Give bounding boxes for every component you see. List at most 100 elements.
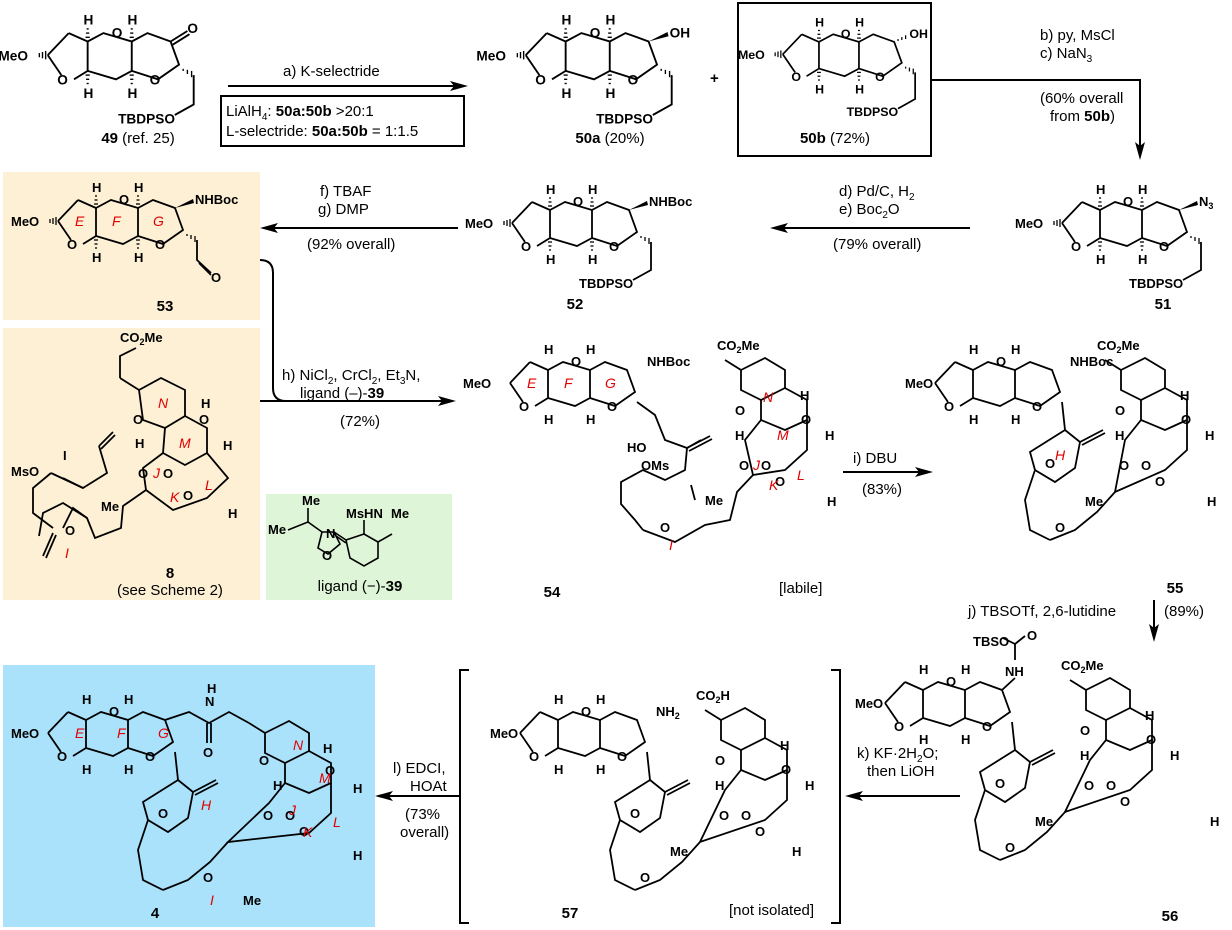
svg-text:O: O — [259, 753, 269, 768]
svg-text:MeO: MeO — [490, 726, 518, 741]
svg-text:H: H — [588, 182, 597, 197]
svg-text:H: H — [1210, 814, 1219, 829]
svg-text:O: O — [57, 749, 67, 764]
svg-text:O: O — [801, 412, 811, 427]
svg-text:H: H — [596, 762, 605, 777]
arrow-step-a — [228, 81, 468, 91]
structure-55: MeO O O O NHBoc H H H H O Me CO2Me O O O… — [905, 338, 1216, 541]
svg-text:H: H — [134, 250, 143, 265]
svg-text:O: O — [1119, 458, 1129, 473]
svg-text:H: H — [1207, 494, 1216, 509]
step-j-yield: (89%) — [1164, 603, 1205, 620]
svg-text:H: H — [353, 848, 362, 863]
label-50a: 50a (20%) — [575, 130, 645, 147]
svg-text:O: O — [1027, 628, 1037, 643]
svg-text:O: O — [607, 399, 617, 414]
svg-text:O: O — [155, 237, 165, 252]
step-h-reagent-1: h) NiCl2, CrCl2, Et3N, — [282, 367, 421, 387]
svg-text:L: L — [797, 467, 805, 483]
svg-text:MeO: MeO — [476, 48, 506, 63]
svg-text:H: H — [128, 13, 138, 28]
svg-text:I: I — [210, 892, 214, 908]
svg-text:H: H — [135, 436, 144, 451]
svg-text:H: H — [83, 13, 93, 28]
svg-text:O: O — [1080, 723, 1090, 738]
svg-text:O: O — [1141, 458, 1151, 473]
svg-text:TBSO: TBSO — [973, 634, 1009, 649]
svg-text:O: O — [1181, 412, 1191, 427]
svg-text:F: F — [564, 375, 574, 391]
svg-text:O: O — [67, 237, 77, 252]
svg-text:H: H — [554, 692, 563, 707]
svg-text:H: H — [554, 762, 563, 777]
svg-text:O: O — [109, 704, 119, 719]
svg-text:O: O — [133, 412, 143, 427]
svg-text:O: O — [944, 399, 954, 414]
svg-text:Me: Me — [101, 499, 119, 514]
label-57: 57 — [561, 905, 579, 922]
svg-text:H: H — [919, 662, 928, 677]
svg-text:NHBoc: NHBoc — [647, 354, 690, 369]
svg-text:O: O — [112, 25, 123, 40]
svg-text:Me: Me — [670, 844, 688, 859]
svg-text:H: H — [1080, 748, 1089, 763]
svg-text:O: O — [571, 354, 581, 369]
svg-text:O: O — [211, 270, 221, 285]
svg-text:O: O — [761, 458, 771, 473]
arrow-step-k — [845, 791, 960, 801]
svg-text:O: O — [609, 239, 619, 254]
svg-text:H: H — [124, 692, 133, 707]
svg-text:MeO: MeO — [11, 726, 39, 741]
arrow-step-de — [770, 223, 970, 233]
svg-text:J: J — [152, 465, 161, 481]
svg-text:O: O — [187, 21, 198, 36]
svg-text:H: H — [961, 732, 970, 747]
svg-text:TBDPSO: TBDPSO — [118, 111, 175, 126]
step-a-reagent: a) K-selectride — [283, 63, 380, 80]
svg-text:H: H — [596, 692, 605, 707]
svg-text:I: I — [669, 537, 673, 553]
step-l-yield-2: overall) — [400, 824, 450, 841]
svg-text:O: O — [791, 70, 801, 84]
svg-text:O: O — [1123, 194, 1133, 209]
svg-text:CO2Me: CO2Me — [120, 330, 163, 347]
svg-text:NH: NH — [1005, 664, 1024, 679]
label-53: 53 — [156, 298, 174, 315]
svg-text:H: H — [207, 681, 216, 696]
svg-text:H: H — [780, 738, 789, 753]
svg-text:H: H — [1138, 252, 1147, 267]
svg-text:O: O — [65, 523, 75, 538]
svg-text:MeO: MeO — [905, 376, 933, 391]
svg-text:O: O — [535, 73, 546, 88]
arrow-step-h — [259, 259, 456, 406]
svg-text:H: H — [827, 494, 836, 509]
box-selectivity — [220, 95, 465, 147]
panel-4 — [3, 665, 375, 927]
structure-54: MeO O O O NHBoc H H H H HO OMs Me CO2Me … — [463, 338, 836, 553]
svg-text:Me: Me — [705, 493, 723, 508]
svg-text:H: H — [546, 182, 555, 197]
svg-text:O: O — [875, 70, 885, 84]
svg-text:O: O — [741, 808, 751, 823]
structure-56: MeO O O O NH TBSO O H H H H O Me CO2Me O… — [855, 628, 1219, 861]
svg-text:O: O — [739, 458, 749, 473]
svg-text:H: H — [83, 86, 93, 101]
svg-text:H: H — [825, 428, 834, 443]
svg-text:O: O — [660, 520, 670, 535]
svg-text:N: N — [763, 389, 774, 405]
svg-text:H: H — [134, 180, 143, 195]
bracket-right — [831, 669, 841, 924]
step-bc-yield-2: from 50b) — [1050, 108, 1116, 125]
label-56: 56 — [1161, 908, 1179, 925]
step-f-reagent: f) TBAF — [320, 183, 372, 200]
svg-text:O: O — [521, 239, 531, 254]
svg-text:O: O — [719, 808, 729, 823]
svg-text:L: L — [333, 814, 341, 830]
svg-text:H: H — [561, 86, 571, 101]
svg-text:MeO: MeO — [738, 48, 765, 62]
svg-text:H: H — [919, 732, 928, 747]
svg-text:H: H — [969, 342, 978, 357]
svg-text:M: M — [319, 770, 331, 786]
svg-text:O: O — [628, 73, 639, 88]
svg-text:O: O — [1106, 778, 1116, 793]
